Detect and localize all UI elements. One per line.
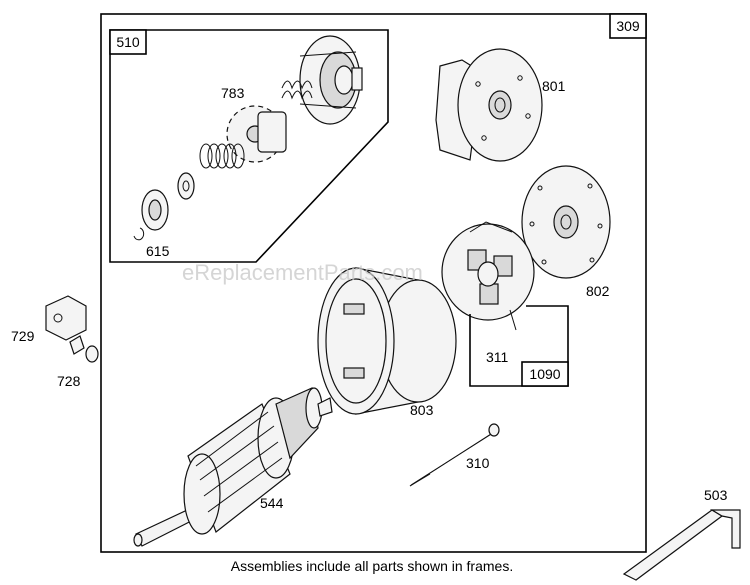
main-assembly-frame xyxy=(100,13,647,553)
part-615-label: 615 xyxy=(146,243,170,259)
retaining-ring xyxy=(133,227,145,241)
brush-assembly-number: 1090 xyxy=(529,366,560,382)
part-729-label: 729 xyxy=(11,328,35,344)
part-783-label: 783 xyxy=(221,85,245,101)
commutator-end-plate xyxy=(521,165,611,279)
drive-spring xyxy=(281,80,313,100)
part-728-label: 728 xyxy=(57,373,81,389)
main-assembly-tag xyxy=(609,13,647,39)
mounting-screw xyxy=(69,335,99,363)
part-310-label: 310 xyxy=(466,455,490,471)
part-803-label: 803 xyxy=(410,402,434,418)
coil-spring xyxy=(199,143,245,169)
thrust-washer xyxy=(177,172,195,200)
part-544-label: 544 xyxy=(260,495,284,511)
footer-note: Assemblies include all parts shown in fr… xyxy=(231,558,513,574)
part-503-label: 503 xyxy=(704,487,728,503)
watermark-text: eReplacementParts.com xyxy=(182,260,423,285)
brush-holder-assembly xyxy=(441,221,535,331)
drive-assembly-number: 510 xyxy=(116,34,140,50)
motor-housing xyxy=(317,267,457,415)
drive-assembly-tag xyxy=(109,29,147,55)
main-assembly-number: 309 xyxy=(616,18,640,34)
drive-clutch-housing xyxy=(299,35,363,125)
part-311-label: 311 xyxy=(486,349,509,365)
armature xyxy=(133,387,333,547)
drive-assembly-frame xyxy=(109,29,389,263)
through-bolt xyxy=(409,423,500,487)
support-bracket xyxy=(622,509,741,581)
part-802-label: 802 xyxy=(586,283,610,299)
part-801-label: 801 xyxy=(542,78,566,94)
pinion-gear xyxy=(226,105,287,163)
brush-assembly-tag xyxy=(521,361,569,387)
stop-collar xyxy=(141,189,169,231)
drive-end-plate xyxy=(435,48,543,162)
mounting-bracket xyxy=(45,295,87,341)
